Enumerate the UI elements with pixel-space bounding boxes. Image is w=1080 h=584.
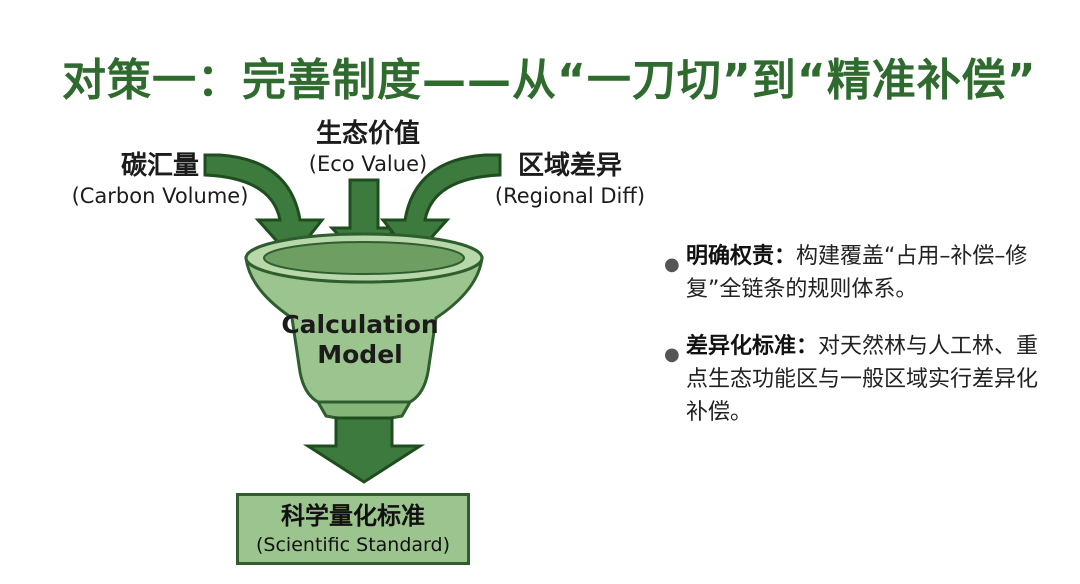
input-label-zh: 生态价值 [315,119,420,149]
bullet-text: 对天然林与人工林、重点生态功能区与一般区域实行差异化补偿。 [686,334,1039,425]
output-label-en: (Scientific Standard) [256,534,450,556]
funnel-label-line2: Model [317,340,403,369]
input-label-carbon-volume: 碳汇量 (Carbon Volume) [70,150,250,210]
bullet-dot-icon: ● [664,254,680,275]
input-label-en: (Carbon Volume) [71,184,249,208]
calculation-model-label: Calculation Model [280,310,440,370]
page-title: 对策一：完善制度——从“一刀切”到“精准补偿” [62,55,1037,106]
bullet-list: ● 明确权责：构建覆盖“占用–补偿–修复”全链条的规则体系。 ● 差异化标准：对… [660,240,1040,453]
bullet-item: ● 明确权责：构建覆盖“占用–补偿–修复”全链条的规则体系。 [660,240,1040,306]
bullet-item: ● 差异化标准：对天然林与人工林、重点生态功能区与一般区域实行差异化补偿。 [660,330,1040,429]
bullet-dot-icon: ● [664,344,680,365]
input-label-en: (Regional Diff) [494,184,646,208]
funnel-icon [244,232,484,422]
input-label-en: (Eco Value) [308,152,428,176]
funnel-label-line1: Calculation [281,310,439,339]
down-arrow [302,416,426,484]
scientific-standard-box: 科学量化标准 (Scientific Standard) [236,493,470,565]
bullet-heading: 明确权责： [686,244,797,269]
input-label-zh: 碳汇量 [120,151,199,181]
input-label-eco-value: 生态价值 (Eco Value) [288,118,448,178]
output-label-zh: 科学量化标准 [281,502,425,530]
input-label-regional-diff: 区域差异 (Regional Diff) [490,150,650,210]
input-label-zh: 区域差异 [517,151,622,181]
bullet-text: 构建覆盖“占用–补偿–修复”全链条的规则体系。 [686,244,1028,302]
bullet-heading: 差异化标准： [686,334,819,359]
